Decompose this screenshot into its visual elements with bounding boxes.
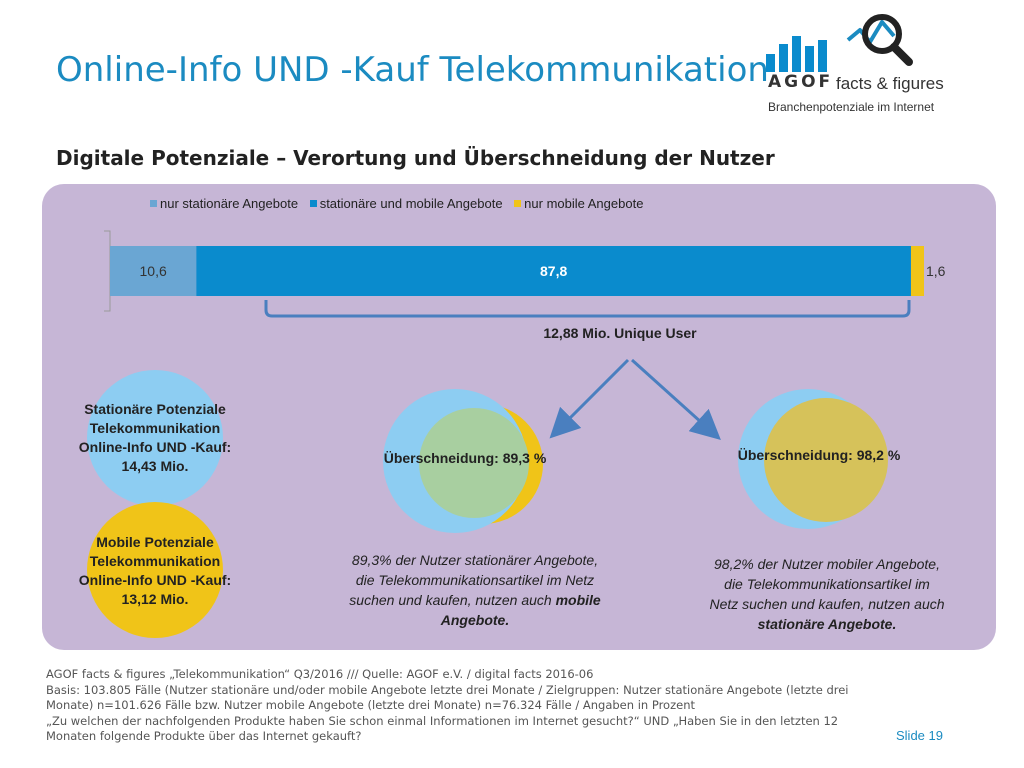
- note-right-line4-bold: stationäre Angebote.: [757, 616, 897, 632]
- footer-line2: Basis: 103.805 Fälle (Nutzer stationäre …: [46, 682, 849, 697]
- bar-segment-0: [110, 246, 197, 296]
- legend-label-both: stationäre und mobile Angebote: [319, 196, 503, 211]
- legend-item-stationary: nur stationäre Angebote: [150, 196, 298, 211]
- note-right-line3: Netz suchen und kaufen, nutzen auch: [709, 596, 945, 612]
- slide-subtitle: Digitale Potenziale – Verortung und Über…: [56, 146, 775, 170]
- legend-item-mobile: nur mobile Angebote: [514, 196, 643, 211]
- note-left-line3: suchen und kaufen, nutzen auch mobile: [310, 590, 640, 610]
- overlap1-intersection: [419, 408, 529, 518]
- note-right-line4: stationäre Angebote.: [672, 614, 982, 634]
- bar-value-label-0: 10,6: [140, 263, 167, 279]
- bar-segment-1: [196, 246, 911, 296]
- footer-line4: „Zu welchen der nachfolgenden Produkte h…: [46, 713, 839, 728]
- stationary-line2: Telekommunikation: [89, 420, 221, 436]
- footer-line3: Monate) n=101.626 Fälle bzw. Nutzer mobi…: [46, 698, 695, 712]
- footer-line5: Monaten folgende Produkte über das Inter…: [46, 729, 362, 743]
- legend-swatch-mobile: [514, 200, 522, 207]
- bar-value-label-1: 87,8: [540, 263, 567, 279]
- legend-swatch-both: [309, 200, 317, 207]
- overlap2-label: Überschneidung: 98,2 %: [737, 447, 901, 463]
- stationary-circle: [87, 370, 223, 506]
- mobile-line4: 13,12 Mio.: [121, 591, 189, 607]
- page-title: Online-Info UND -Kauf Telekommunikation: [56, 50, 769, 90]
- note-left: 89,3% der Nutzer stationärer Angebote, d…: [310, 550, 640, 630]
- logo-tagline: facts & figures: [836, 74, 944, 93]
- note-right: 98,2% der Nutzer mobiler Angebote, die T…: [672, 554, 982, 634]
- legend-swatch-stationary: [150, 200, 157, 207]
- chart-legend: nur stationäre Angebote stationäre und m…: [150, 196, 651, 211]
- note-left-line2: die Telekommunikationsartikel im Netz: [355, 572, 595, 588]
- stationary-circle-text: Stationäre Potenziale Telekommunikation …: [60, 400, 250, 476]
- bar-value-label-2: 1,6: [926, 263, 946, 279]
- agof-logo: AGOF facts & figures Branchenpotenziale …: [764, 12, 964, 114]
- slide-number: Slide 19: [896, 728, 943, 743]
- bar-axis: [104, 230, 111, 312]
- legend-label-mobile: nur mobile Angebote: [524, 196, 644, 211]
- bar-chart-logo-icon: [766, 14, 913, 72]
- mobile-line1: Mobile Potenziale: [96, 534, 214, 550]
- unique-user-label: 12,88 Mio. Unique User: [543, 325, 697, 341]
- mobile-circle: [87, 502, 223, 638]
- note-left-line4-bold: Angebote.: [440, 612, 510, 628]
- stationary-line3: Online-Info UND -Kauf:: [78, 439, 232, 455]
- unique-user-bracket: [264, 300, 911, 318]
- overlap1-label: Überschneidung: 89,3 %: [383, 450, 547, 466]
- arrow-left: [549, 358, 630, 439]
- mobile-line3: Online-Info UND -Kauf:: [78, 572, 232, 588]
- logo-word: AGOF: [768, 72, 834, 92]
- stationary-line4: 14,43 Mio.: [121, 458, 189, 474]
- note-left-line4: Angebote.: [310, 610, 640, 630]
- mobile-circle-text: Mobile Potenziale Telekommunikation Onli…: [60, 533, 250, 609]
- legend-item-both: stationäre und mobile Angebote: [309, 196, 503, 211]
- mobile-line2: Telekommunikation: [89, 553, 221, 569]
- arrow-right: [630, 358, 721, 441]
- note-left-line1: 89,3% der Nutzer stationärer Angebote,: [351, 552, 599, 568]
- legend-label-stationary: nur stationäre Angebote: [160, 196, 299, 211]
- note-right-line1: 98,2% der Nutzer mobiler Angebote,: [714, 556, 940, 572]
- footer-line1: AGOF facts & figures „Telekommunikation“…: [46, 667, 594, 681]
- stationary-line1: Stationäre Potenziale: [84, 401, 226, 417]
- note-left-line3-bold: mobile: [555, 592, 601, 608]
- overlap2-yellow-circle: [764, 398, 888, 522]
- stacked-bar-group: 10,6 87,8 1,6: [110, 246, 946, 296]
- logo-subtitle: Branchenpotenziale im Internet: [768, 100, 935, 114]
- note-right-line2: die Telekommunikationsartikel im: [724, 576, 930, 592]
- bar-segment-2: [910, 246, 924, 296]
- note-left-line3-plain: suchen und kaufen, nutzen auch: [349, 592, 556, 608]
- footer-source: AGOF facts & figures „Telekommunikation“…: [46, 667, 976, 745]
